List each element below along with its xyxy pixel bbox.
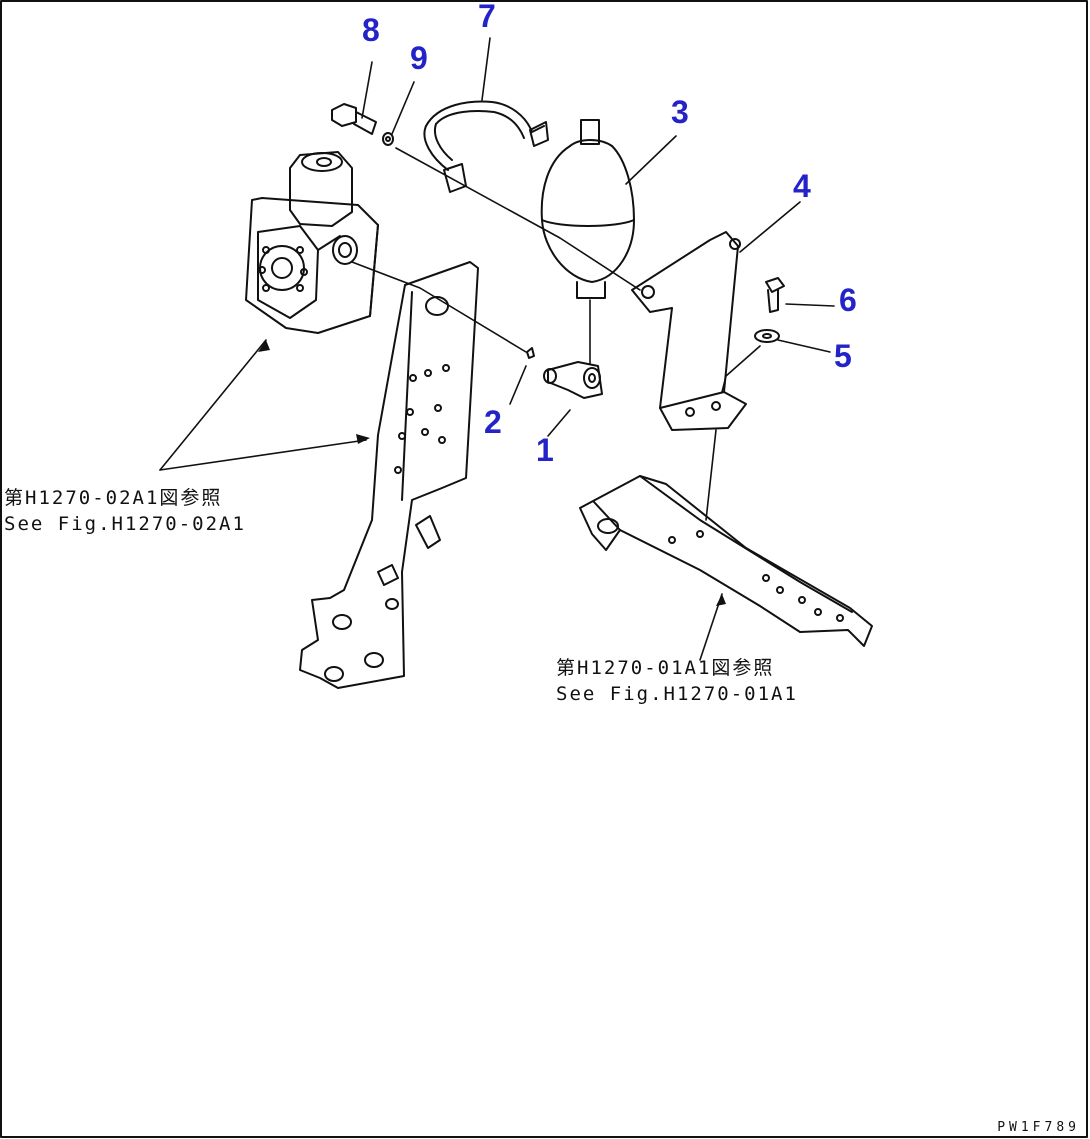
arrowheads (258, 340, 726, 606)
drawing-code: PW1F789 (997, 1120, 1080, 1135)
callout-1: 1 (536, 432, 554, 468)
reference-bottom-jp: 第H1270-01A1図参照 (556, 657, 775, 679)
reference-bottom: 第H1270-01A1図参照 See Fig.H1270-01A1 (556, 656, 798, 707)
callout-8: 8 (362, 12, 380, 48)
leader-lines (159, 37, 835, 661)
elbow-fitting (543, 361, 603, 399)
callout-7: 7 (478, 0, 496, 34)
accumulator (540, 119, 635, 299)
reference-left-en: See Fig.H1270-02A1 (4, 512, 246, 535)
valve-block (245, 151, 379, 334)
reference-bottom-en: See Fig.H1270-01A1 (556, 682, 798, 705)
frame-member (579, 475, 873, 647)
bracket (631, 231, 747, 431)
mounting-plate (299, 261, 479, 689)
small-parts (331, 103, 785, 359)
callout-6: 6 (839, 282, 857, 318)
hose-clamp (423, 100, 549, 193)
callout-2: 2 (484, 404, 502, 440)
reference-left-jp: 第H1270-02A1図参照 (4, 487, 223, 509)
callout-9: 9 (410, 40, 428, 76)
callout-4: 4 (793, 168, 811, 204)
callout-5: 5 (834, 338, 852, 374)
callout-3: 3 (671, 94, 689, 130)
reference-left: 第H1270-02A1図参照 See Fig.H1270-02A1 (4, 486, 246, 537)
